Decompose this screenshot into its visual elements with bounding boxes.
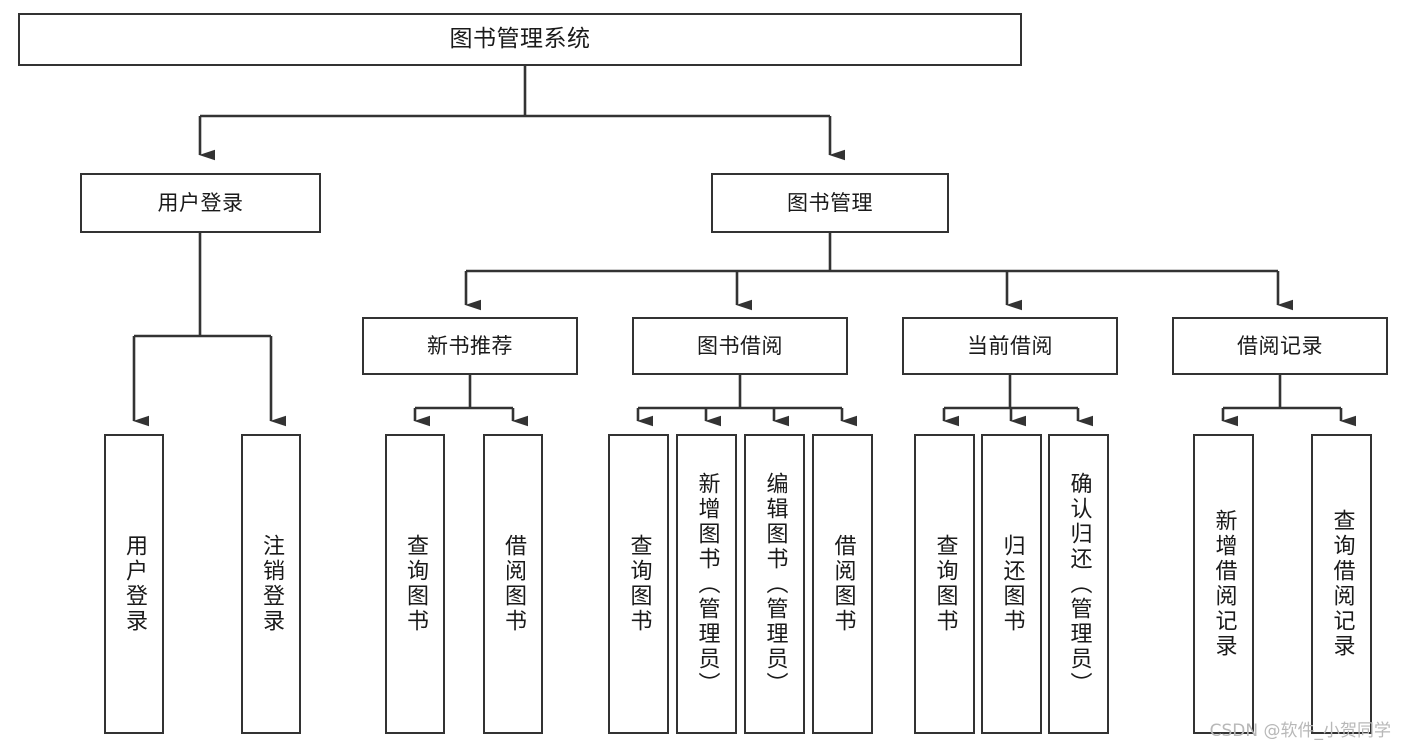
node-leaf-logout[interactable]: 注销登录 xyxy=(241,434,301,734)
node-leaf-query-book-2-label: 查询图书 xyxy=(626,534,652,634)
node-leaf-add-book-label: 新增图书（管理员） xyxy=(694,471,720,697)
node-leaf-borrow-book-2-label: 借阅图书 xyxy=(830,534,856,634)
node-leaf-add-record[interactable]: 新增借阅记录 xyxy=(1193,434,1254,734)
node-leaf-user-login-label: 用户登录 xyxy=(122,534,147,634)
node-leaf-query-book-1[interactable]: 查询图书 xyxy=(385,434,445,734)
node-leaf-query-book-2[interactable]: 查询图书 xyxy=(608,434,669,734)
node-leaf-query-book-1-label: 查询图书 xyxy=(403,534,428,634)
watermark-text: CSDN @软件_小贺同学 xyxy=(1209,721,1391,741)
node-root-label: 图书管理系统 xyxy=(449,25,591,52)
node-leaf-edit-book-label: 编辑图书（管理员） xyxy=(762,471,788,697)
node-leaf-user-login[interactable]: 用户登录 xyxy=(104,434,164,734)
node-leaf-logout-label: 注销登录 xyxy=(259,534,284,634)
node-new-book-rec[interactable]: 新书推荐 xyxy=(362,317,578,375)
node-leaf-confirm-return-label: 确认归还（管理员） xyxy=(1066,471,1092,697)
node-leaf-return-book[interactable]: 归还图书 xyxy=(981,434,1042,734)
node-leaf-confirm-return[interactable]: 确认归还（管理员） xyxy=(1048,434,1109,734)
node-root[interactable]: 图书管理系统 xyxy=(18,13,1022,66)
node-current-borrow[interactable]: 当前借阅 xyxy=(902,317,1118,375)
node-leaf-edit-book[interactable]: 编辑图书（管理员） xyxy=(744,434,805,734)
node-user-login-label: 用户登录 xyxy=(157,190,244,215)
node-leaf-borrow-book-1[interactable]: 借阅图书 xyxy=(483,434,543,734)
node-current-borrow-label: 当前借阅 xyxy=(967,333,1053,358)
node-leaf-query-record[interactable]: 查询借阅记录 xyxy=(1311,434,1372,734)
node-book-borrow[interactable]: 图书借阅 xyxy=(632,317,848,375)
node-leaf-borrow-book-2[interactable]: 借阅图书 xyxy=(812,434,873,734)
node-leaf-add-book[interactable]: 新增图书（管理员） xyxy=(676,434,737,734)
node-leaf-query-book-3[interactable]: 查询图书 xyxy=(914,434,975,734)
node-book-borrow-label: 图书借阅 xyxy=(697,333,783,358)
node-leaf-query-record-label: 查询借阅记录 xyxy=(1329,509,1355,659)
node-leaf-return-book-label: 归还图书 xyxy=(999,534,1025,634)
node-leaf-query-book-3-label: 查询图书 xyxy=(932,534,958,634)
node-book-manage-label: 图书管理 xyxy=(787,190,873,215)
node-borrow-record-label: 借阅记录 xyxy=(1237,333,1323,358)
node-borrow-record[interactable]: 借阅记录 xyxy=(1172,317,1388,375)
node-user-login[interactable]: 用户登录 xyxy=(80,173,321,233)
node-new-book-rec-label: 新书推荐 xyxy=(427,333,513,358)
node-leaf-add-record-label: 新增借阅记录 xyxy=(1211,509,1237,659)
node-book-manage[interactable]: 图书管理 xyxy=(711,173,949,233)
node-leaf-borrow-book-1-label: 借阅图书 xyxy=(501,534,526,634)
